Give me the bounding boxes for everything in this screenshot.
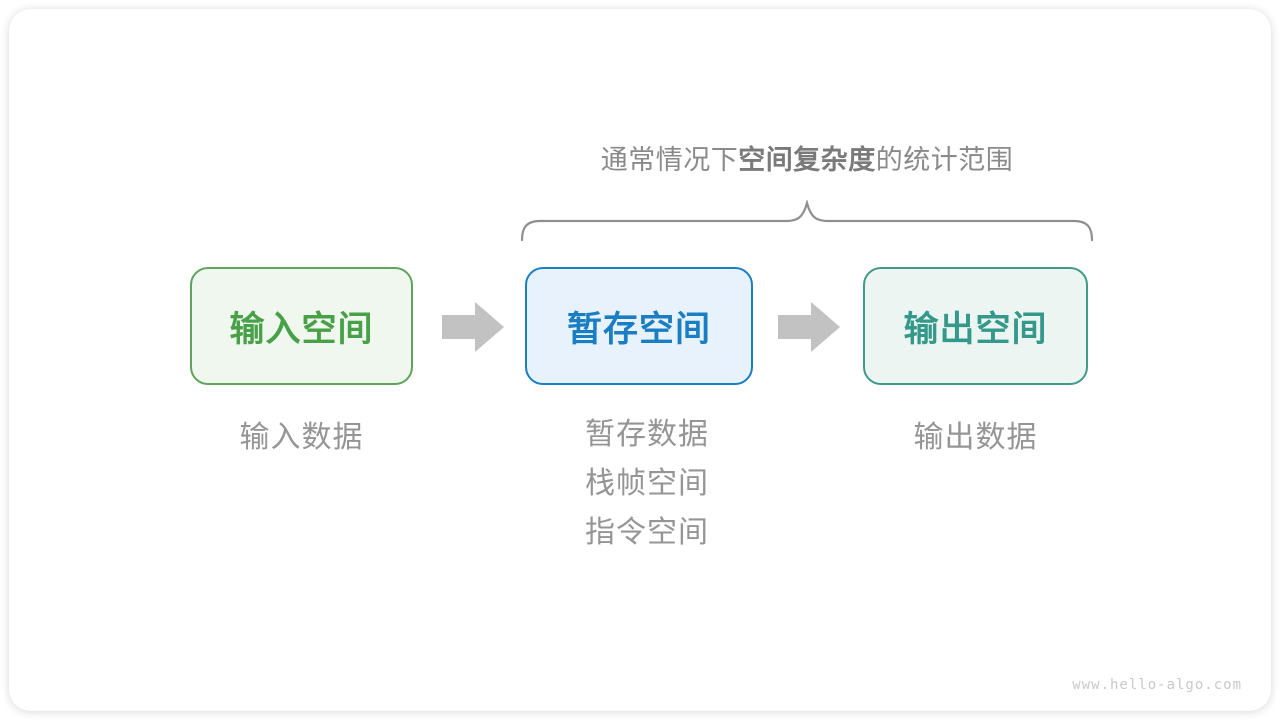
title-prefix: 通常情况下 [600, 145, 739, 175]
box-output-space-label: 输出空间 [903, 309, 1048, 349]
brace-icon [520, 200, 1094, 242]
arrow-right-icon [442, 302, 504, 352]
box-temporary-space-label: 暂存空间 [566, 309, 711, 349]
annotation-output-data: 输出数据 [913, 421, 1038, 454]
box-output-space: 输出空间 [863, 267, 1088, 385]
diagram-title: 通常情况下空间复杂度的统计范围 [520, 143, 1094, 177]
arrow-right-icon [778, 302, 840, 352]
watermark-text: www.hello-algo.com [1072, 677, 1242, 693]
box-input-space: 输入空间 [190, 267, 413, 385]
box-temporary-space: 暂存空间 [525, 267, 753, 385]
title-suffix: 的统计范围 [875, 145, 1014, 175]
annotation-temp-data: 暂存数据 [585, 418, 709, 451]
annotation-temp-list: 暂存数据 栈帧空间 指令空间 [585, 410, 709, 557]
annotation-instruction-space: 指令空间 [585, 516, 709, 549]
annotation-stack-frame-space: 栈帧空间 [585, 467, 709, 500]
title-emphasis: 空间复杂度 [738, 145, 876, 175]
annotation-input-data: 输入数据 [239, 421, 364, 454]
box-input-space-label: 输入空间 [229, 309, 374, 349]
